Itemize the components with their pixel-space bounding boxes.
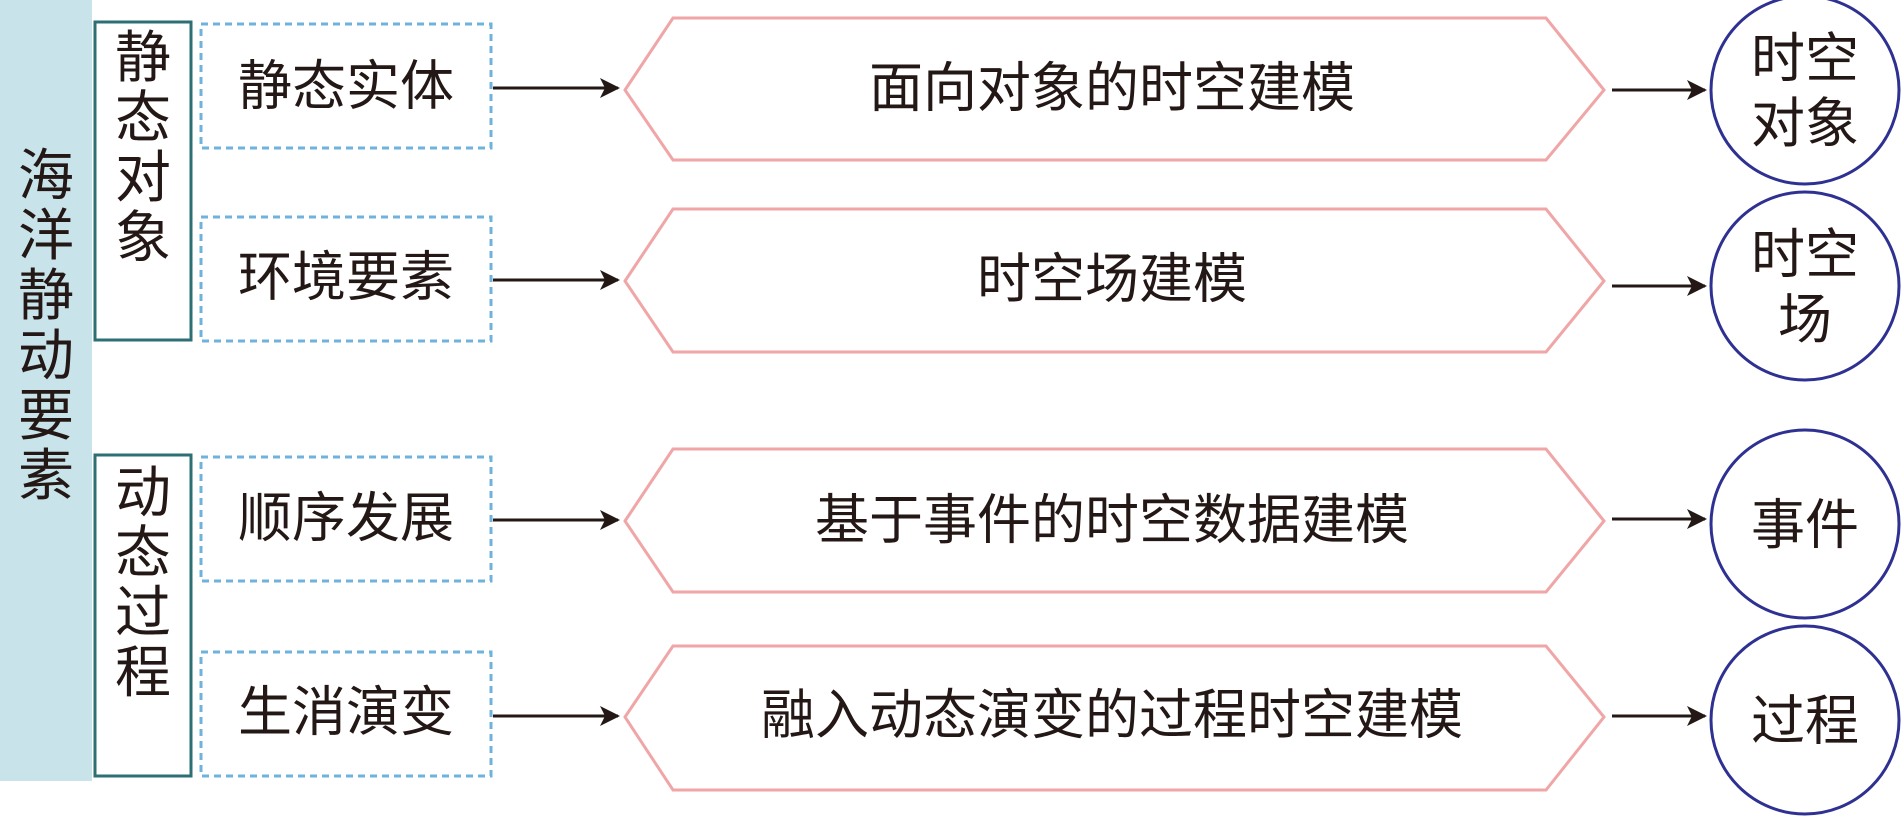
group-label-static: 静态对象 [115, 26, 171, 271]
method-hexagon [623, 644, 1606, 792]
method-hexagon [623, 16, 1606, 162]
group-static-objects: 静态对象 [93, 20, 193, 342]
result-circle [1709, 0, 1901, 186]
result-label: 时空场 [1751, 223, 1859, 351]
root-node: 海洋静动要素 [0, 0, 92, 781]
method-label: 融入动态演变的过程时空建模 [761, 684, 1463, 747]
method-label: 面向对象的时空建模 [869, 57, 1355, 120]
element-label: 静态实体 [238, 55, 454, 118]
result-label: 时空对象 [1751, 27, 1859, 155]
group-box-dynamic [93, 453, 193, 778]
element-box [199, 650, 493, 778]
group-label-dynamic: 动态过程 [115, 461, 171, 706]
result-label: 事件 [1751, 493, 1859, 556]
method-hexagon [623, 447, 1606, 594]
element-label: 环境要素 [238, 246, 454, 309]
result-label: 过程 [1751, 689, 1859, 752]
result-circle [1709, 624, 1901, 816]
element-box [199, 215, 493, 343]
row-formation-evolution: 生消演变 融入动态演变的过程时空建模 过程 [199, 624, 1901, 816]
row-static-entity: 静态实体 面向对象的时空建模 时空对象 [199, 0, 1901, 186]
method-label: 时空场建模 [977, 248, 1247, 311]
root-label: 海洋静动要素 [18, 144, 74, 509]
group-dynamic-processes: 动态过程 [93, 453, 193, 778]
result-circle [1709, 190, 1901, 382]
group-box-static [93, 20, 193, 342]
element-label: 生消演变 [238, 681, 454, 744]
method-hexagon [623, 207, 1606, 354]
element-label: 顺序发展 [238, 487, 454, 550]
row-sequential-development: 顺序发展 基于事件的时空数据建模 事件 [199, 428, 1901, 620]
result-circle [1709, 428, 1901, 620]
row-environment-element: 环境要素 时空场建模 时空场 [199, 190, 1901, 382]
root-bar [0, 0, 92, 781]
element-box [199, 455, 493, 583]
method-label: 基于事件的时空数据建模 [815, 489, 1409, 552]
element-box [199, 22, 493, 150]
